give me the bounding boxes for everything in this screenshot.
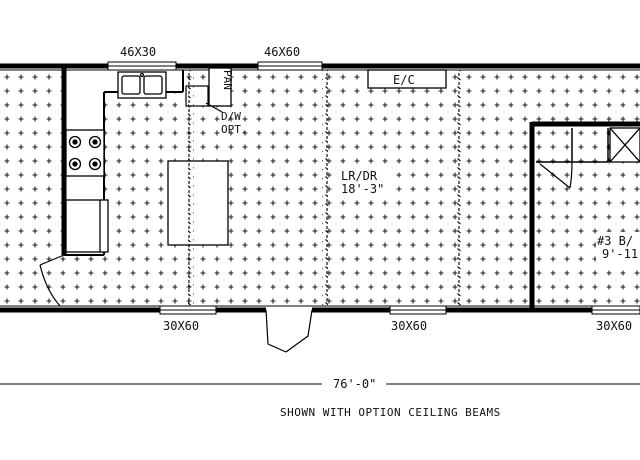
ceiling-beams-note: SHOWN WITH OPTION CEILING BEAMS — [280, 406, 501, 419]
window-bottom-right — [591, 305, 640, 315]
bedroom-3-label: #3 B/ — [597, 234, 633, 248]
window-top-left — [107, 61, 177, 71]
refrigerator — [65, 199, 109, 253]
kitchen-island — [167, 160, 229, 246]
pantry: PAN — [208, 67, 234, 107]
closet-unit — [609, 127, 640, 163]
entry-door — [265, 307, 313, 353]
window-bottom-center — [389, 305, 447, 315]
ec-label: E/C — [393, 73, 415, 87]
kitchen-door-swing — [39, 254, 65, 307]
bedroom-3-size: 9'-11 — [602, 247, 638, 261]
living-dining-room-label: LR/DR — [341, 169, 378, 183]
window-top-center — [257, 61, 323, 71]
window-label-top-left: 46X30 — [120, 45, 156, 59]
window-label-bottom-left: 30X60 — [163, 319, 199, 333]
overall-length-label: 76'-0" — [333, 377, 376, 391]
dishwasher-option-label: OPT. — [221, 123, 248, 136]
living-dining-size-label: 18'-3" — [341, 182, 384, 196]
kitchen-sink — [117, 71, 167, 99]
bedroom-door-swing — [539, 161, 573, 189]
pantry-label: PAN — [221, 70, 234, 90]
interior-walls — [61, 68, 640, 308]
window-label-bottom-right: 30X60 — [596, 319, 632, 333]
window-label-bottom-center: 30X60 — [391, 319, 427, 333]
ceiling-beam-3 — [456, 70, 462, 306]
exterior-walls — [0, 63, 640, 313]
range-cooktop — [65, 129, 105, 177]
evaporative-cooler-unit: E/C — [367, 69, 447, 89]
window-label-top-center: 46X60 — [264, 45, 300, 59]
dishwasher-label: D/W — [221, 110, 241, 123]
ceiling-beam-2 — [322, 70, 328, 306]
ceiling-beam-1 — [188, 70, 194, 306]
window-bottom-left — [159, 305, 217, 315]
